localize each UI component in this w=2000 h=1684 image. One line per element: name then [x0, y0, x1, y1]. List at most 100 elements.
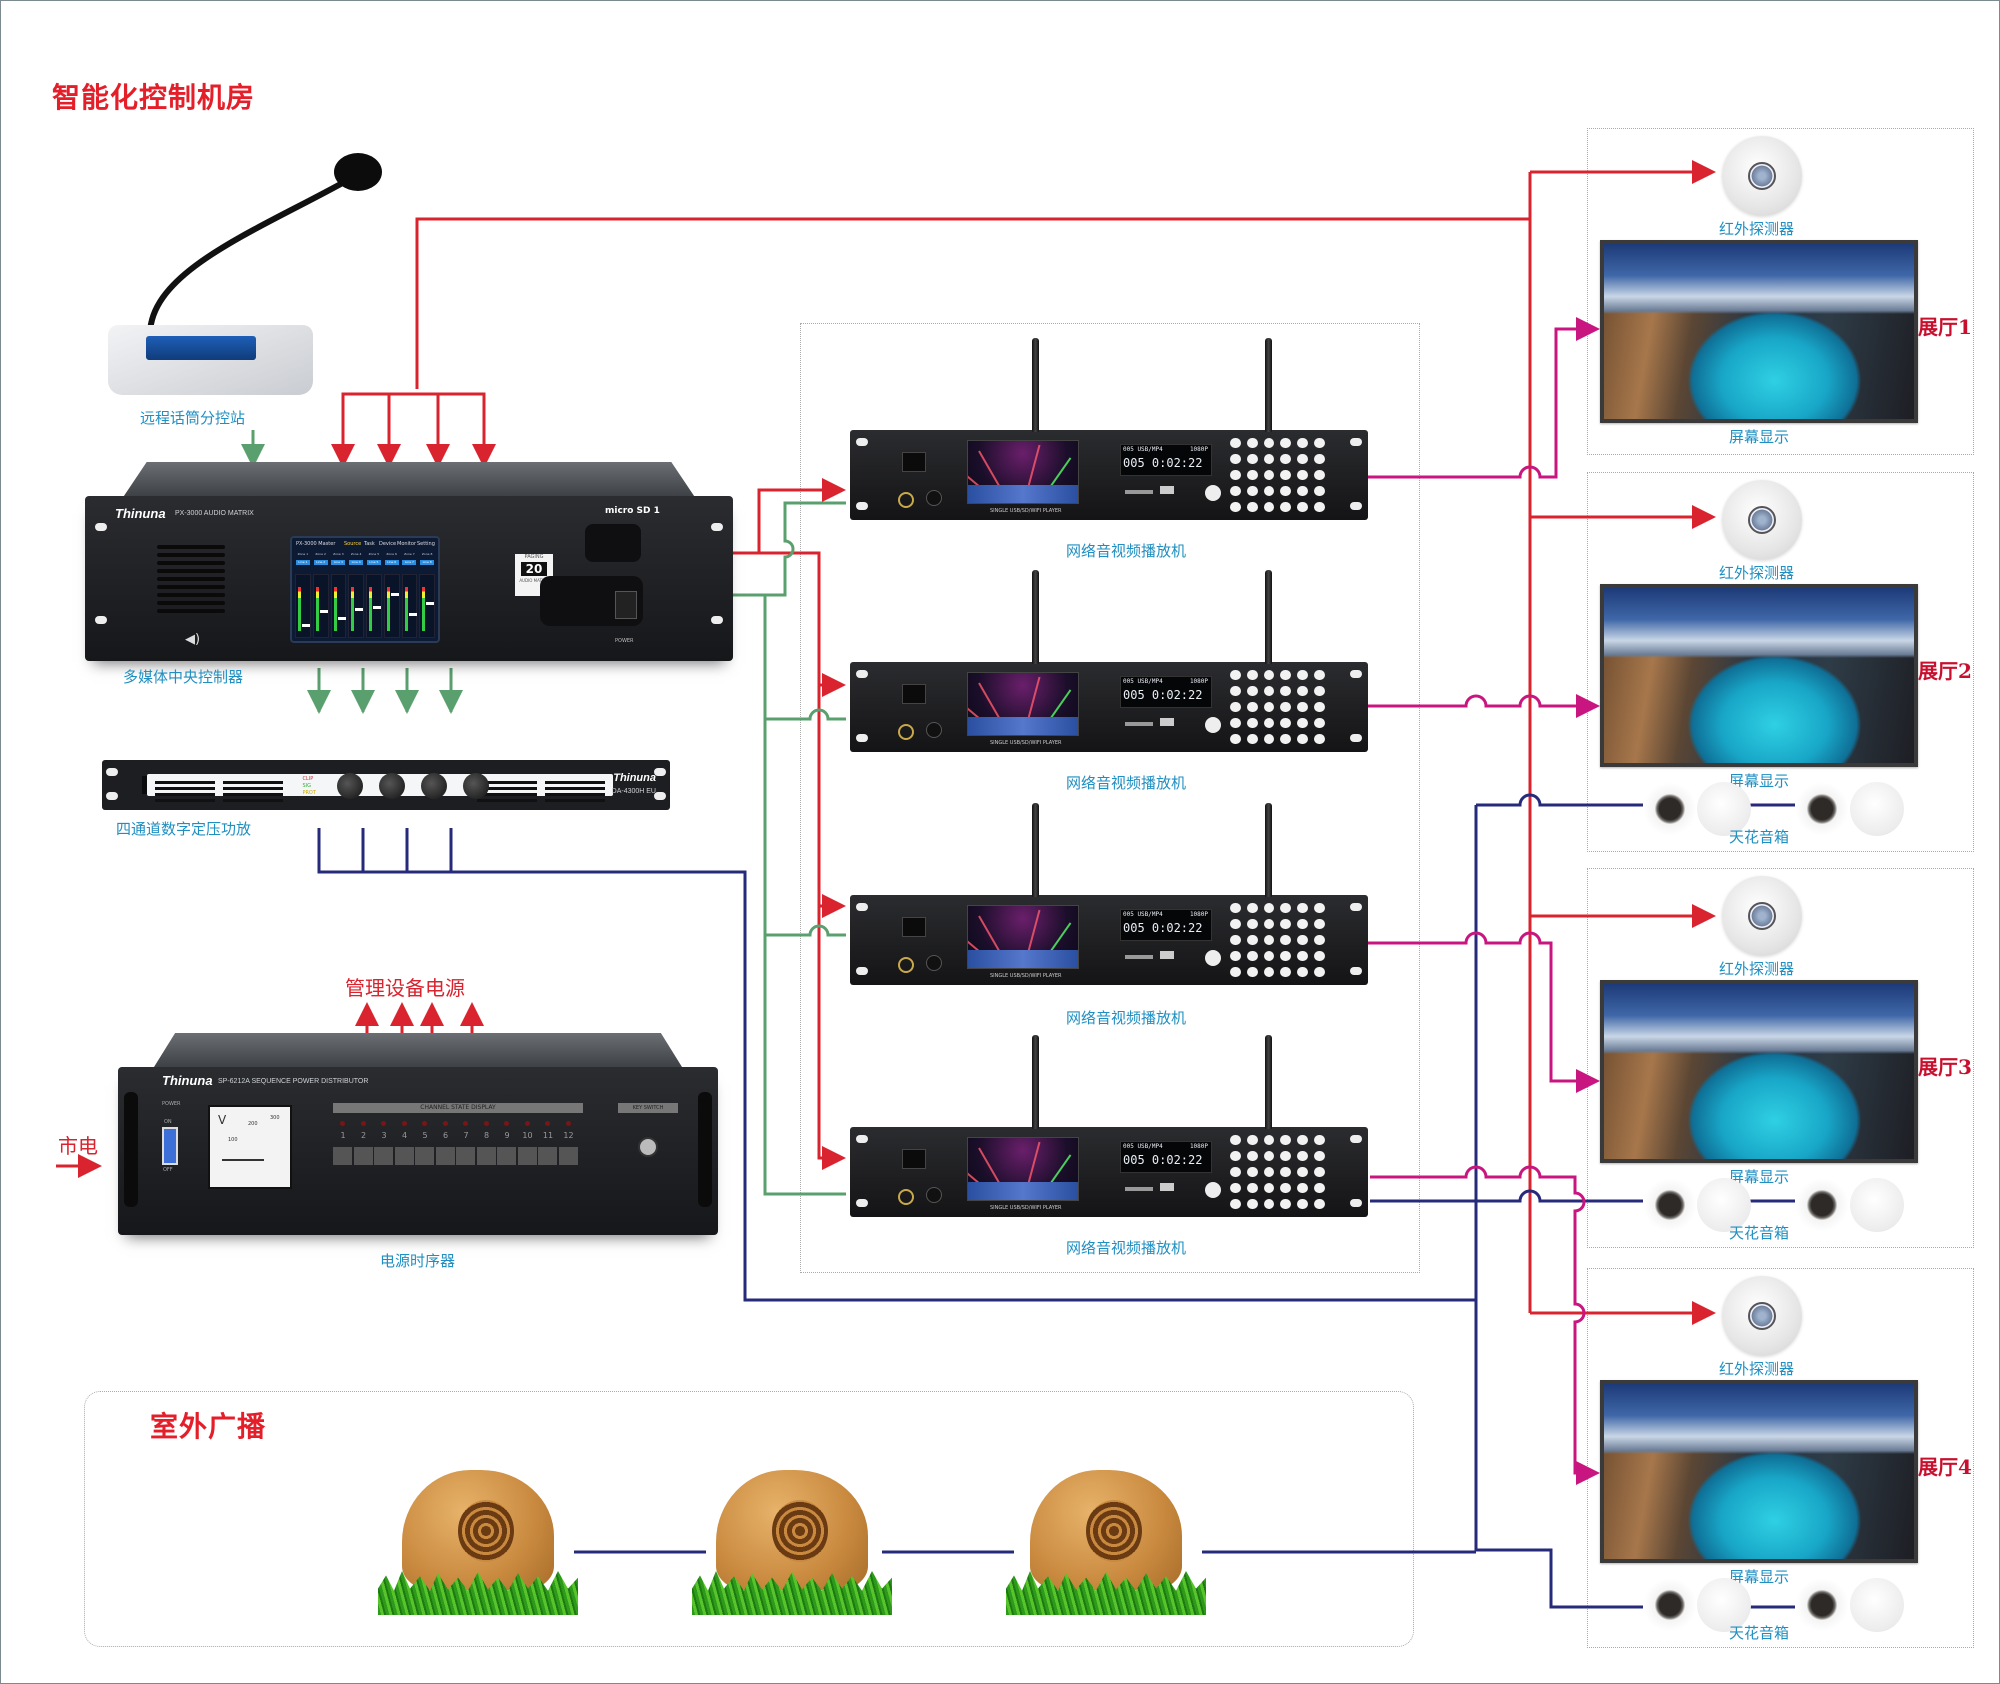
player-video-screen	[967, 1137, 1079, 1201]
fader-knob[interactable]	[390, 592, 399, 596]
fader-knob[interactable]	[319, 610, 328, 614]
player-keypad[interactable]	[1230, 438, 1325, 512]
ceiling-speaker-icon	[1795, 1578, 1849, 1632]
player-power-switch[interactable]	[902, 917, 926, 937]
fader-knob[interactable]	[302, 623, 310, 627]
jog-knob[interactable]	[1205, 485, 1221, 501]
matrix-model: PX-3000 AUDIO MATRIX	[175, 510, 254, 517]
sd-slot[interactable]	[1125, 722, 1153, 726]
jog-knob[interactable]	[1205, 1182, 1221, 1198]
amp-channel-2-knob[interactable]	[379, 773, 406, 799]
line-button-5[interactable]: Line 5	[366, 560, 381, 565]
level-knob[interactable]	[926, 490, 942, 506]
power-switch[interactable]	[615, 591, 637, 619]
lcd-tab-source[interactable]: Source	[344, 541, 362, 547]
key-lock-icon[interactable]	[638, 1137, 658, 1157]
line-button-2[interactable]: Line 2	[313, 560, 328, 565]
speaker-grille-cover-icon	[1850, 1178, 1904, 1232]
fader-channel-5[interactable]	[366, 574, 382, 638]
screen-label: 屏幕显示	[1729, 1168, 1790, 1186]
player-4-video	[1370, 1165, 1600, 1485]
channel-led-8	[483, 1121, 489, 1126]
fader-channel-7[interactable]	[401, 574, 418, 638]
fader-knob[interactable]	[426, 601, 435, 605]
amp-channel-1-knob[interactable]	[337, 773, 364, 799]
channel-label-slot	[476, 1147, 496, 1165]
usb-port[interactable]	[1160, 718, 1174, 726]
channel-number: 8	[483, 1131, 490, 1140]
jog-knob[interactable]	[1205, 717, 1221, 733]
antenna-icon	[1265, 803, 1272, 897]
player-keypad[interactable]	[1230, 1135, 1325, 1209]
channel-led-2	[360, 1121, 366, 1126]
lcd-tab-setting[interactable]: Setting	[417, 541, 435, 547]
player-power-switch[interactable]	[902, 684, 926, 704]
hall-name: 展厅4	[1918, 1455, 1972, 1479]
fader-channel-3[interactable]	[330, 574, 347, 638]
line-button-8[interactable]: Line 8	[420, 560, 435, 565]
amp-channel-4-knob[interactable]	[463, 773, 490, 799]
amp-channel-3-knob[interactable]	[421, 773, 448, 799]
channel-number: 5	[422, 1131, 428, 1140]
channel-number: 3	[381, 1131, 387, 1140]
usb-port[interactable]	[1160, 486, 1174, 494]
fader-channel-2[interactable]	[312, 574, 329, 638]
lcd-tab-device[interactable]: Device	[379, 541, 397, 547]
lcd-tab-task[interactable]: Task	[364, 541, 375, 547]
sd-slot[interactable]	[1125, 1187, 1153, 1191]
level-knob[interactable]	[926, 722, 942, 738]
player-label: 网络音视频播放机	[1066, 774, 1187, 792]
player-power-switch[interactable]	[902, 452, 926, 472]
player-keypad[interactable]	[1230, 903, 1325, 977]
fader-knob[interactable]	[373, 606, 381, 609]
line-button-6[interactable]: Line 6	[384, 560, 399, 565]
microsd-slot[interactable]	[585, 524, 641, 562]
fader-knob[interactable]	[408, 612, 417, 616]
breaker-switch[interactable]	[162, 1127, 178, 1165]
level-knob[interactable]	[926, 1187, 942, 1203]
ceiling-speaker-icon	[1643, 1578, 1697, 1632]
channel-led-6	[442, 1121, 448, 1126]
phones-jack	[898, 1189, 914, 1205]
channel-led-5	[422, 1121, 427, 1126]
mains-power-label: 市电	[58, 1134, 98, 1158]
channel-label-slot	[497, 1147, 516, 1165]
line-button-7[interactable]: Line 7	[402, 560, 417, 565]
fader-channel-8[interactable]	[419, 574, 435, 638]
channel-led-9	[504, 1121, 509, 1126]
jog-knob[interactable]	[1205, 950, 1221, 966]
channel-state-display-header: CHANNEL STATE DISPLAY	[333, 1103, 583, 1113]
line-button-3[interactable]: Line 3	[331, 560, 346, 565]
detector-label: 红外探测器	[1719, 960, 1795, 978]
fader-channel-6[interactable]	[383, 574, 400, 638]
line-button-1[interactable]: Line 1	[295, 560, 310, 565]
lcd-tab-monitor[interactable]: Monitor	[397, 541, 417, 547]
usb-port[interactable]	[1160, 951, 1174, 959]
fader-knob[interactable]	[337, 617, 346, 620]
hall-2-box	[1587, 472, 1974, 852]
line-button-4[interactable]: Line 4	[349, 560, 364, 565]
four-channel-amplifier: CLIP SIG PROT Thinuna DA-4300H EU	[102, 760, 670, 810]
sd-slot[interactable]	[1125, 490, 1153, 494]
mic-station	[108, 150, 388, 395]
channel-label-slot	[353, 1147, 373, 1165]
fader-channel-1[interactable]	[295, 574, 311, 638]
matrix-touchscreen[interactable]: PX-3000 Master Source Task Device Monito…	[290, 536, 440, 643]
level-knob[interactable]	[926, 955, 942, 971]
player-keypad[interactable]	[1230, 670, 1325, 744]
usb-port[interactable]	[1160, 1183, 1174, 1191]
amp-audio-out	[317, 828, 1476, 1302]
fader-channel-4[interactable]	[348, 574, 364, 638]
fader-knob[interactable]	[355, 608, 364, 612]
player-power-switch[interactable]	[902, 1149, 926, 1169]
sd-slot[interactable]	[1125, 955, 1153, 959]
